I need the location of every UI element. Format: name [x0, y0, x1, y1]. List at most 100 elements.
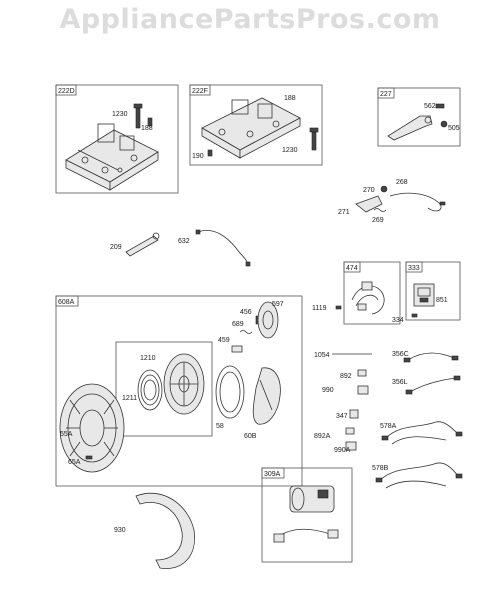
- control-271-part[interactable]: [355, 195, 383, 213]
- label-930: 930: [114, 527, 126, 534]
- tag-box-227: [377, 87, 395, 99]
- tag-333: 333: [408, 265, 420, 272]
- starter-motor-part[interactable]: [289, 485, 335, 513]
- harness-578b-part[interactable]: 578B: [372, 462, 463, 489]
- base-plate-part[interactable]: [65, 123, 159, 191]
- label-209: 209: [110, 244, 122, 251]
- screw-190-part[interactable]: [207, 149, 213, 157]
- key-990a-part[interactable]: 990A: [334, 441, 357, 454]
- tag-box-333: [405, 261, 423, 273]
- label-990: 990: [322, 387, 334, 394]
- tag-608a: 608A: [58, 299, 75, 306]
- label-578b: 578B: [372, 465, 389, 472]
- key-990-part[interactable]: 990: [322, 385, 369, 395]
- screw-1119-part[interactable]: [335, 305, 342, 310]
- assembly-227[interactable]: 227 562 505: [377, 87, 461, 147]
- part-347[interactable]: 347: [336, 409, 359, 420]
- label-188a: 188: [141, 125, 153, 132]
- label-58: 58: [216, 423, 224, 430]
- assembly-222f[interactable]: 222F 188 190 1230: [189, 84, 323, 166]
- label-1210: 1210: [140, 355, 156, 362]
- tag-309a: 309A: [264, 471, 281, 478]
- screw-562-part[interactable]: [435, 103, 445, 109]
- assembly-333[interactable]: 333 851 334: [392, 261, 461, 324]
- spring-1211-part[interactable]: [137, 369, 163, 411]
- site-watermark: AppliancePartsPros.com: [59, 4, 441, 35]
- label-505: 505: [448, 125, 460, 132]
- spring-269-part[interactable]: [373, 208, 387, 212]
- label-271: 271: [338, 209, 350, 216]
- spring-689-part[interactable]: [239, 330, 253, 334]
- frame-pulley-subset: [115, 341, 213, 437]
- label-347: 347: [336, 413, 348, 420]
- label-892: 892: [340, 373, 352, 380]
- label-190: 190: [192, 153, 204, 160]
- label-578a: 578A: [380, 423, 397, 430]
- label-1230a: 1230: [112, 111, 128, 118]
- throttle-cable-group[interactable]: 270 268 271 269: [338, 179, 446, 224]
- harness-578a-part[interactable]: 578A: [380, 421, 463, 445]
- label-632: 632: [178, 238, 190, 245]
- label-1054: 1054: [314, 352, 330, 359]
- handle-60b-part[interactable]: [252, 367, 281, 425]
- pulley-1210-part[interactable]: [163, 353, 205, 415]
- switch-892-part[interactable]: 892: [340, 369, 367, 380]
- label-597: 597: [272, 301, 284, 308]
- wire-1054-part[interactable]: 1054: [314, 352, 372, 359]
- starter-harness-part[interactable]: [273, 528, 339, 543]
- armature-part[interactable]: [413, 283, 435, 307]
- label-892a: 892A: [314, 433, 331, 440]
- frame-333: [405, 261, 461, 321]
- tag-box-222f: [189, 84, 211, 96]
- screw-334-part[interactable]: [411, 313, 418, 318]
- switch-892a-part[interactable]: 892A: [314, 427, 355, 440]
- housing-55a-part[interactable]: [59, 383, 125, 473]
- harness-474-part[interactable]: [351, 281, 385, 315]
- assembly-222d[interactable]: 222D 1230 188: [55, 84, 179, 194]
- frame-222f: [189, 84, 323, 166]
- frame-227: [377, 87, 461, 147]
- assembly-474[interactable]: 474 1119: [312, 261, 401, 325]
- label-65a: 65A: [68, 459, 81, 466]
- retainer-597-part[interactable]: [257, 301, 279, 339]
- label-269: 269: [372, 217, 384, 224]
- label-1211: 1211: [122, 395, 137, 402]
- cable-268-part[interactable]: [389, 192, 446, 212]
- frame-608a: [55, 295, 303, 487]
- nut-505-part[interactable]: [440, 120, 448, 128]
- screw-188-part[interactable]: [147, 117, 153, 127]
- assembly-309a[interactable]: 309A: [261, 467, 353, 563]
- label-456: 456: [240, 309, 252, 316]
- part-209[interactable]: 209: [110, 232, 160, 257]
- screw-1230-part[interactable]: [133, 103, 143, 129]
- harness-356l-part[interactable]: 356L: [392, 375, 461, 395]
- label-188b: 188: [284, 95, 296, 102]
- label-356l: 356L: [392, 379, 408, 386]
- screw-1230b-part[interactable]: [309, 127, 319, 151]
- tag-box-474: [343, 261, 361, 273]
- label-1119: 1119: [312, 305, 327, 312]
- rope-58-part[interactable]: [215, 365, 245, 419]
- label-334: 334: [392, 317, 404, 324]
- pawl-459-part[interactable]: [231, 345, 243, 353]
- label-562: 562: [424, 103, 436, 110]
- part-632[interactable]: 632: [178, 229, 251, 267]
- label-356c: 356C: [392, 351, 409, 358]
- label-1230b: 1230: [282, 147, 298, 154]
- lever-part[interactable]: [387, 115, 433, 141]
- screen-930-part[interactable]: 930: [114, 492, 196, 570]
- frame-309a: [261, 467, 353, 563]
- label-60b: 60B: [244, 433, 257, 440]
- nut-270-part[interactable]: [380, 185, 388, 193]
- base-plate-f-part[interactable]: [201, 97, 301, 159]
- assembly-608a[interactable]: 608A 55A 1211 12: [55, 295, 303, 487]
- screw-65a-part[interactable]: 65A: [68, 455, 93, 466]
- tag-box-309a: [261, 467, 285, 479]
- tag-222f: 222F: [192, 88, 208, 95]
- harness-356c-part[interactable]: 356C: [392, 351, 459, 363]
- label-270: 270: [363, 187, 375, 194]
- label-990a: 990A: [334, 447, 351, 454]
- tag-474: 474: [346, 265, 358, 272]
- label-55a: 55A: [60, 431, 73, 438]
